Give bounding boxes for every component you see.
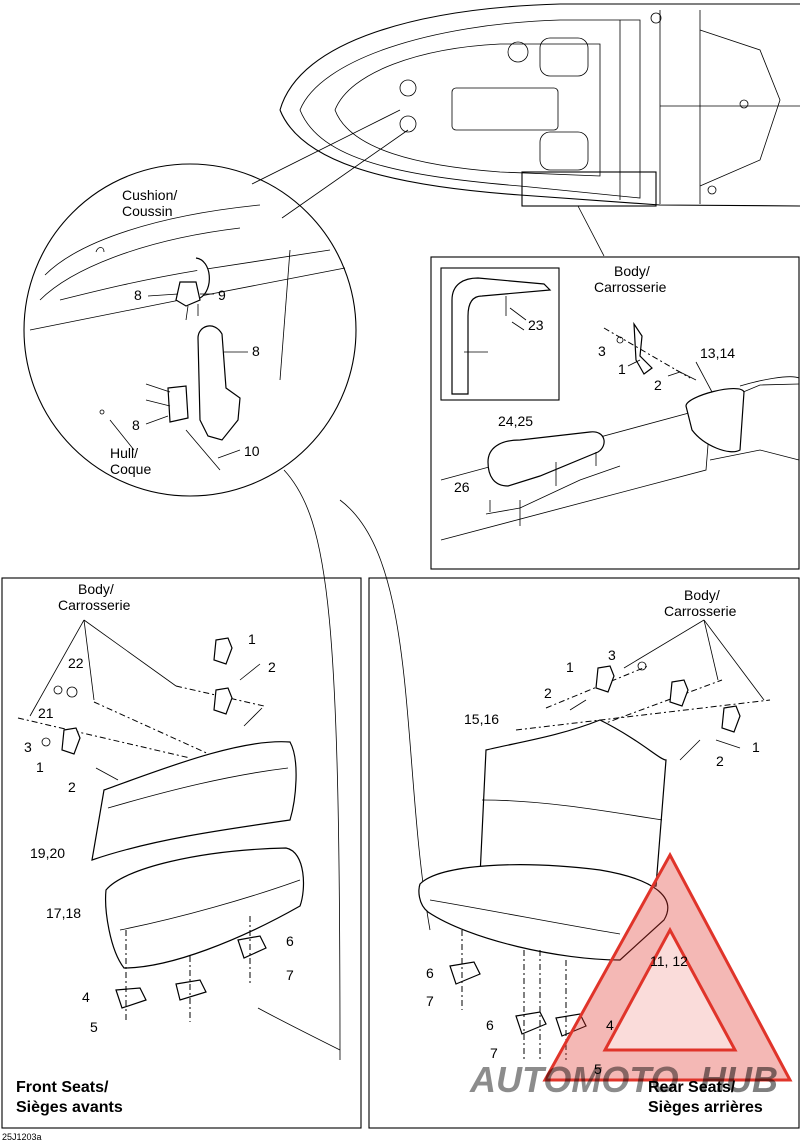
boat-overview xyxy=(279,3,800,207)
rear-detail-panel xyxy=(430,256,800,570)
rear-seats-caption-en: Rear Seats/ xyxy=(648,1079,736,1096)
front-seats-panel xyxy=(1,577,362,1129)
watermark-right-text: HUB xyxy=(700,1059,778,1100)
callout-13-14: 13,14 xyxy=(700,345,735,361)
callout-1-rear-b: 1 xyxy=(752,739,760,755)
callout-6-rear-b: 6 xyxy=(486,1017,494,1033)
cushion-label-fr: Coussin xyxy=(122,203,173,219)
detail-circle xyxy=(23,163,357,497)
hull-label-fr: Coque xyxy=(110,461,151,477)
callout-7-front: 7 xyxy=(286,967,294,983)
callout-2-top: 2 xyxy=(654,377,662,393)
callout-15-16: 15,16 xyxy=(464,711,499,727)
callout-24-25: 24,25 xyxy=(498,413,533,429)
callout-2-rear-a: 2 xyxy=(544,685,552,701)
connector-lines xyxy=(251,109,605,1061)
callout-1-rear-a: 1 xyxy=(566,659,574,675)
callout-9: 9 xyxy=(218,287,226,303)
callout-3-rear: 3 xyxy=(608,647,616,663)
callout-1-top: 1 xyxy=(618,361,626,377)
callout-3-top: 3 xyxy=(598,343,606,359)
callout-6-front: 6 xyxy=(286,933,294,949)
callout-2-rear-b: 2 xyxy=(716,753,724,769)
callout-11-12: 11, 12 xyxy=(650,953,688,969)
body-label-rear-en: Body/ xyxy=(684,587,720,603)
callout-8c: 8 xyxy=(132,417,140,433)
callout-10: 10 xyxy=(244,443,260,459)
cushion-label-en: Cushion/ xyxy=(122,187,177,203)
callout-22: 22 xyxy=(68,655,84,671)
body-label-top-en: Body/ xyxy=(614,263,650,279)
callout-21: 21 xyxy=(38,705,54,721)
front-seats-caption-fr: Sièges avants xyxy=(16,1099,123,1116)
labels: Cushion/ Coussin 8 9 8 8 10 Hull/ Coque … xyxy=(2,187,763,1142)
drawing-code: 25J1203a xyxy=(2,1132,42,1142)
front-seats-caption-en: Front Seats/ xyxy=(16,1079,109,1096)
callout-23: 23 xyxy=(528,317,544,333)
hull-label-en: Hull/ xyxy=(110,445,138,461)
rear-seats-caption-fr: Sièges arrières xyxy=(648,1099,763,1116)
watermark-left-text: AUTOMOTO xyxy=(469,1059,679,1100)
callout-17-18: 17,18 xyxy=(46,905,81,921)
callout-5-rear: 5 xyxy=(594,1061,602,1077)
body-label-front-fr: Carrosserie xyxy=(58,597,131,613)
callout-19-20: 19,20 xyxy=(30,845,65,861)
body-label-top-fr: Carrosserie xyxy=(594,279,667,295)
callout-4-rear: 4 xyxy=(606,1017,614,1033)
callout-1-front-b: 1 xyxy=(36,759,44,775)
callout-7-rear-b: 7 xyxy=(490,1045,498,1061)
callout-2-front-b: 2 xyxy=(68,779,76,795)
callout-5-front: 5 xyxy=(90,1019,98,1035)
callout-8b: 8 xyxy=(252,343,260,359)
callout-6-rear-a: 6 xyxy=(426,965,434,981)
body-label-rear-fr: Carrosserie xyxy=(664,603,737,619)
callout-8a: 8 xyxy=(134,287,142,303)
body-label-front-en: Body/ xyxy=(78,581,114,597)
callout-7-rear-a: 7 xyxy=(426,993,434,1009)
callout-4-front: 4 xyxy=(82,989,90,1005)
callout-1-front-a: 1 xyxy=(248,631,256,647)
rear-seats-panel xyxy=(368,577,800,1129)
callout-2-front-a: 2 xyxy=(268,659,276,675)
callout-26: 26 xyxy=(454,479,470,495)
automotohub-watermark: AUTOMOTO HUB xyxy=(469,851,793,1100)
callout-3-front: 3 xyxy=(24,739,32,755)
